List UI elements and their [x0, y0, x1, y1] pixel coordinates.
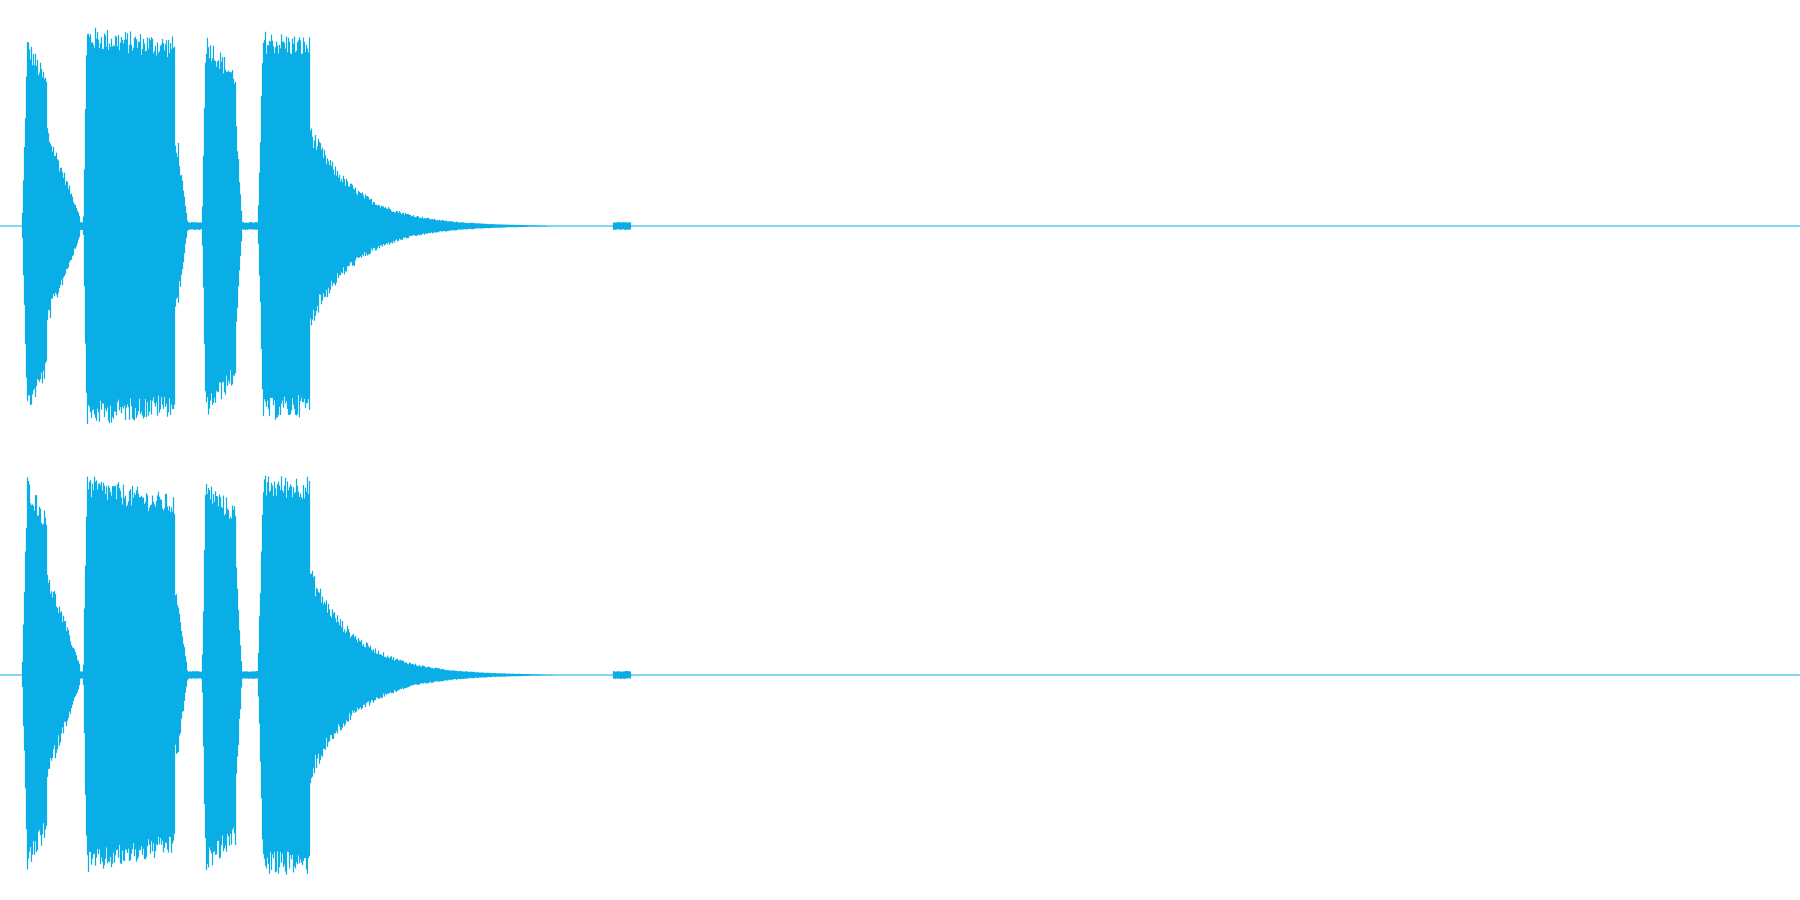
channel-waveform: [21, 475, 632, 875]
channel-2-track[interactable]: [0, 475, 1800, 875]
channel-waveform: [21, 27, 632, 424]
channel-1-track[interactable]: [0, 27, 1800, 424]
